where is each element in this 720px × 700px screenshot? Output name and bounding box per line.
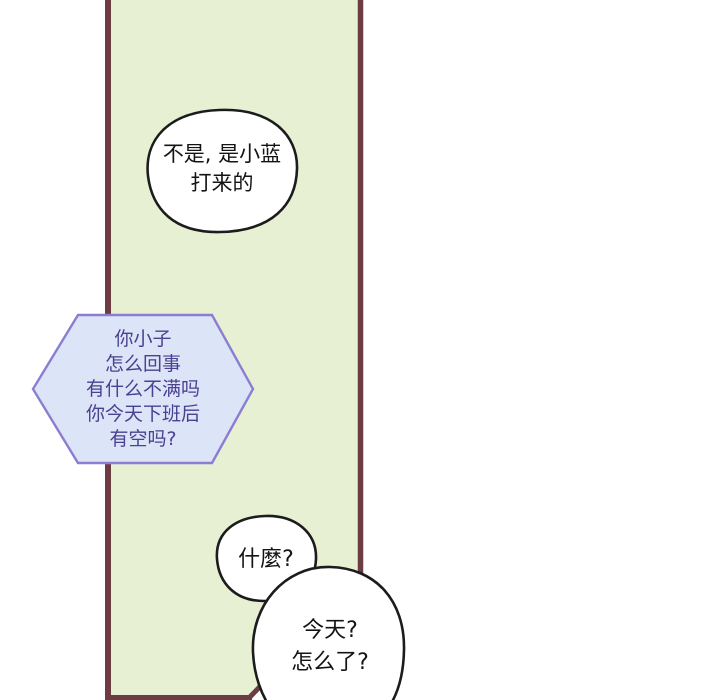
speech-bubble-hexagon: 你小子 怎么回事 有什么不满吗 你今天下班后 有空吗? [31, 313, 255, 465]
speech-bubble-top-line-2: 打来的 [191, 171, 254, 195]
speech-bubble-hexagon-line-3: 有什么不满吗 [86, 378, 200, 400]
speech-bubble-top-line-1: 不是, 是小蓝 [163, 142, 281, 166]
speech-bubble-hexagon-shape [31, 313, 255, 465]
speech-bubble-hexagon-line-4: 你今天下班后 [86, 403, 200, 425]
speech-bubble-top: 不是, 是小蓝 打来的 [146, 108, 299, 234]
speech-bubble-today-shape [251, 565, 406, 700]
speech-bubble-top-shape [146, 108, 299, 234]
speech-bubble-hexagon-line-2: 怎么回事 [105, 353, 181, 375]
speech-bubble-today-line-1: 今天? [302, 618, 358, 643]
speech-bubble-hexagon-line-5: 有空吗? [109, 428, 176, 450]
speech-bubble-what-line-1: 什麼? [238, 547, 294, 572]
speech-bubble-today-line-2: 怎么了? [291, 650, 369, 675]
speech-bubble-today: 今天? 怎么了? [251, 565, 406, 700]
speech-bubble-hexagon-line-1: 你小子 [114, 328, 171, 350]
